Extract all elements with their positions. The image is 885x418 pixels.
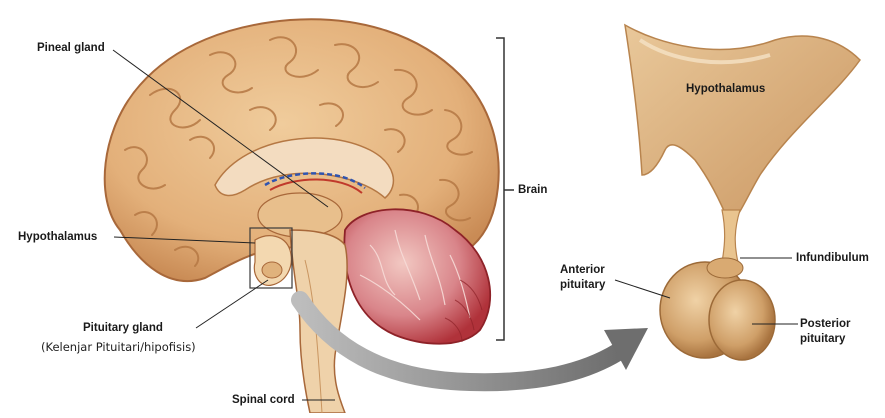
label-anterior-line1: Anterior	[560, 264, 605, 277]
pituitary-enlarged	[660, 258, 775, 360]
label-hypothalamus-left: Hypothalamus	[18, 231, 97, 244]
label-posterior-line2: pituitary	[800, 333, 845, 346]
infundibulum-stalk	[722, 210, 740, 262]
hypothalamus-enlarged	[625, 25, 860, 225]
label-pineal-gland: Pineal gland	[37, 42, 105, 55]
label-pituitary-note: (Kelenjar Pituitari/hipofisis)	[41, 340, 196, 354]
label-infundibulum: Infundibulum	[796, 252, 869, 265]
label-anterior-line2: pituitary	[560, 279, 605, 292]
label-brain: Brain	[518, 184, 547, 197]
label-posterior-line1: Posterior	[800, 318, 851, 331]
label-hypothalamus-right: Hypothalamus	[686, 83, 765, 96]
label-pituitary-gland: Pituitary gland	[83, 322, 163, 335]
label-spinal-cord: Spinal cord	[232, 394, 295, 407]
